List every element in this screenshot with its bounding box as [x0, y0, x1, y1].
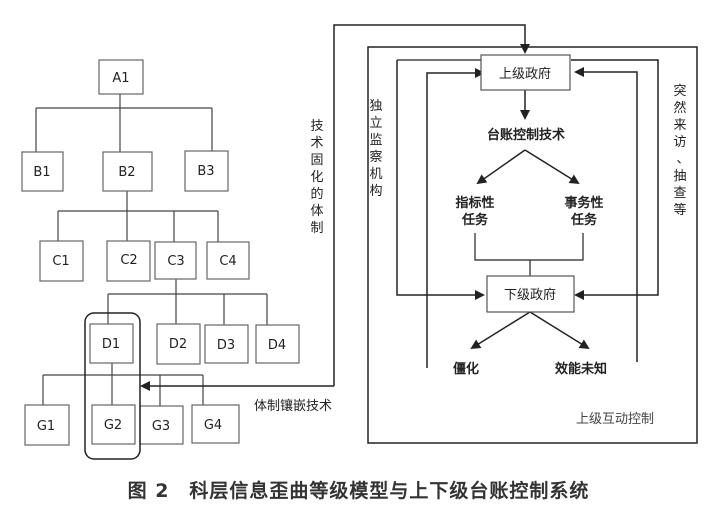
node-b1: [21, 151, 64, 192]
vchar: 抽: [673, 169, 686, 184]
vchar: 等: [673, 202, 686, 218]
independent-supervision-label: 独 立 监 察 机 构: [369, 99, 382, 199]
node-g4: [191, 404, 240, 444]
node-g3: [139, 405, 184, 445]
ledger-to-indicator-arrow: [476, 149, 526, 185]
node-label-g3: G3: [152, 419, 170, 434]
affairs-task-label-1: 事务性: [564, 195, 603, 211]
vchar: 机: [369, 167, 382, 182]
vchar: 化: [310, 170, 323, 185]
upper-interaction-control-label: 上级互动控制: [576, 412, 654, 427]
lower-to-efficiency-arrow: [529, 311, 590, 350]
vchar: 制: [310, 221, 323, 236]
lower-gov-label: 下级政府: [504, 288, 556, 303]
node-label-d4: D4: [268, 338, 286, 353]
node-label-g2: G2: [104, 418, 122, 433]
lower-gov-box: [486, 275, 575, 313]
affairs-task-label-2: 任务: [570, 212, 598, 228]
node-label-g4: G4: [204, 418, 222, 433]
system-embedding-tech-label: 体制镶嵌技术: [254, 398, 332, 414]
node-d1: [89, 323, 134, 364]
vchar: 的: [310, 186, 323, 202]
node-g1: [24, 404, 70, 446]
vchar: 然: [673, 100, 686, 116]
figure-caption: 图 2 科层信息歪曲等级模型与上下级台账控制系统: [127, 480, 590, 502]
vchar: 立: [369, 116, 382, 131]
upper-gov-label: 上级政府: [499, 67, 551, 82]
vchar: 固: [310, 153, 323, 168]
tech-solidified-system-label: 技 术 固 化 的 体 制: [310, 119, 323, 236]
tech-solidified-flow-line: [333, 24, 530, 386]
node-b2: [102, 151, 153, 192]
visits-to-lower-line: [571, 59, 659, 300]
vchar: 术: [310, 136, 323, 151]
node-label-c4: C4: [219, 254, 236, 269]
indicator-task-label-2: 任务: [461, 212, 489, 228]
node-label-b2: B2: [118, 165, 135, 180]
vchar: 查: [673, 186, 686, 201]
lower-to-rigidity-arrow: [470, 311, 531, 350]
node-label-b1: B1: [33, 165, 50, 180]
node-c3: [154, 241, 197, 280]
efficiency-unknown-label: 效能未知: [555, 361, 607, 377]
vchar: 突: [673, 83, 686, 99]
node-g2: [91, 404, 136, 445]
vchar: 、: [676, 152, 689, 167]
node-b3: [184, 150, 229, 192]
node-d3: [204, 324, 249, 364]
node-label-b3: B3: [197, 164, 214, 179]
vchar: 来: [673, 118, 686, 133]
ledger-to-affairs-arrow: [524, 149, 580, 185]
node-label-c2: C2: [120, 253, 137, 268]
vchar: 访: [673, 135, 686, 150]
tasks-merge-line: [474, 233, 584, 261]
efficiency-feedback-line: [574, 67, 638, 362]
vchar: 体: [310, 204, 323, 219]
vchar: 监: [369, 133, 382, 148]
node-label-d3: D3: [217, 338, 235, 353]
node-c4: [206, 241, 250, 280]
node-label-c3: C3: [167, 254, 184, 269]
node-a1: [98, 59, 144, 95]
hierarchy-tree: [35, 94, 268, 406]
node-label-a1: A1: [112, 71, 129, 86]
node-c2: [106, 240, 151, 282]
vchar: 构: [369, 184, 382, 199]
vchar: 独: [369, 99, 382, 114]
node-c1: [39, 240, 84, 282]
vchar: 技: [310, 119, 323, 134]
supervision-to-lower-line: [396, 60, 485, 300]
node-label-d2: D2: [169, 337, 187, 352]
rigidity-feedback-line: [426, 68, 485, 368]
node-label-d1: D1: [102, 337, 120, 352]
node-d4: [255, 324, 300, 364]
indicator-task-label-1: 指标性: [455, 195, 494, 211]
node-d2: [156, 323, 201, 365]
node-label-c1: C1: [52, 254, 69, 269]
node-label-g1: G1: [37, 419, 55, 434]
upper-gov-box: [480, 54, 571, 91]
surprise-visits-label: 突 然 来 访 、 抽 查 等: [673, 83, 689, 218]
ledger-control-label: 台账控制技术: [487, 127, 565, 143]
vchar: 察: [369, 150, 382, 165]
upper-interaction-control-frame: [367, 46, 698, 444]
rigidity-label: 僵化: [453, 361, 479, 377]
